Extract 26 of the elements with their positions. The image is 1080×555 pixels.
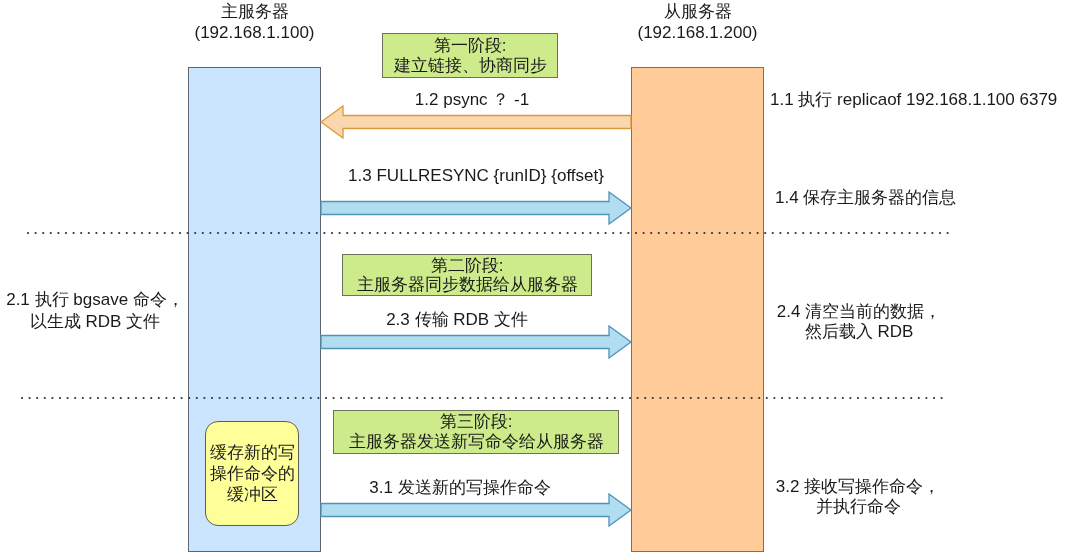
- block-arrow: [320, 492, 633, 528]
- phase-title: 第二阶段:: [430, 256, 504, 275]
- phase-description: 主服务器发送新写命令给从服务器: [348, 432, 604, 452]
- block-arrow: [320, 190, 633, 226]
- phase-description: 建立链接、协商同步: [393, 55, 547, 76]
- phase-description: 主服务器同步数据给从服务器: [356, 275, 578, 294]
- phase-title: 第一阶段:: [433, 35, 507, 56]
- step-note: 2.1 执行 bgsave 命令，以生成 RDB 文件: [5, 289, 185, 333]
- edge-label: 1.2 psync ？ -1: [414, 90, 530, 110]
- edge-label: 3.1 发送新的写操作命令: [369, 478, 551, 498]
- step-note: 1.1 执行 replicaof 192.168.1.100 6379: [770, 90, 1058, 110]
- block-arrow: [320, 324, 633, 360]
- server-heading: 主服务器 (192.168.1.100): [193, 1, 316, 43]
- block-arrow: [319, 104, 632, 140]
- phase-box: [333, 410, 619, 454]
- buffer-label: 缓存新的写操作命令的缓冲区: [208, 442, 296, 505]
- phase-title: 第三阶段:: [439, 412, 513, 432]
- step-note: 2.4 清空当前的数据，然后载入 RDB: [775, 302, 943, 342]
- phase-box: [382, 33, 558, 78]
- server-heading: 从服务器 (192.168.1.200): [636, 1, 759, 43]
- edge-label: 2.3 传输 RDB 文件: [386, 310, 528, 330]
- buffer-box: [205, 421, 299, 526]
- step-note: 1.4 保存主服务器的信息: [775, 188, 957, 208]
- phase-box: [342, 254, 592, 296]
- step-note: 3.2 接收写操作命令，并执行命令: [774, 477, 942, 517]
- edge-label: 1.3 FULLRESYNC {runID} {offset}: [348, 166, 604, 186]
